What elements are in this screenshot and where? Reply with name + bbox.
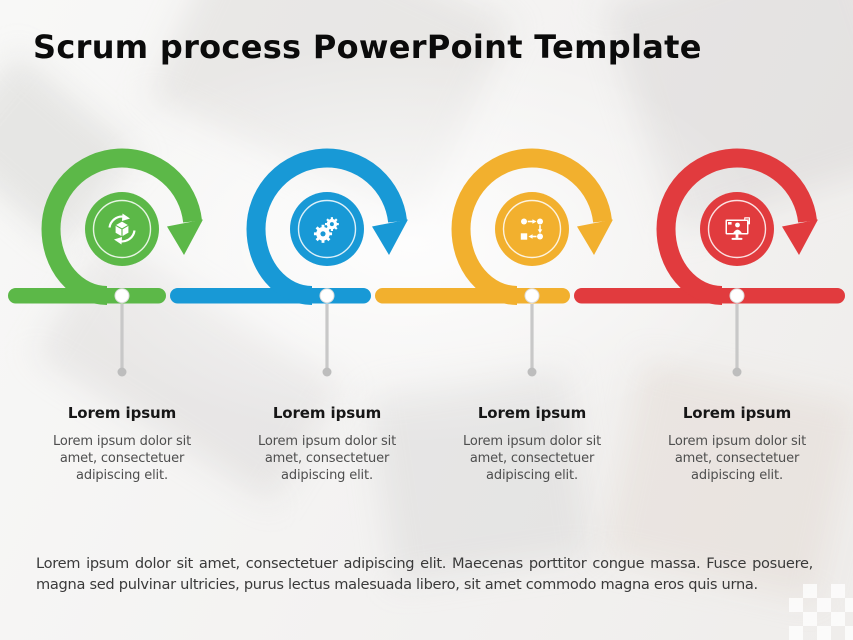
loop-arrowhead [782,219,818,255]
stage-disc-ring [92,199,152,259]
stage-heading: Lorem ipsum [67,404,177,422]
loop-arrowhead [577,219,613,255]
timeline-pin-dot [319,288,335,304]
iteration-cycle-icon [108,213,136,245]
stage-disc-ring [297,199,357,259]
stage-loop-1 [8,148,203,377]
connector-end-dot [732,367,742,377]
loop-arrow-arc [451,148,613,305]
loop-arrowhead [372,219,408,255]
stage-body: Lorem ipsum dolor sit amet, consectetuer… [462,434,602,484]
stage-disc-ring [502,199,562,259]
stage-heading: Lorem ipsum [477,404,587,422]
stage-disc-ring [707,199,767,259]
stage-loop-3 [375,148,613,377]
scrum-loop-diagram [8,148,845,377]
connector-end-dot [527,367,537,377]
stage-text-block: Lorem ipsum Lorem ipsum dolor sit amet, … [450,404,614,484]
slide-title: Scrum process PowerPoint Template [33,28,702,66]
connector-end-dot [322,367,332,377]
stage-loop-2 [170,148,408,377]
timeline-pin-dot [729,288,745,304]
connector-end-dot [117,367,127,377]
monitor-review-icon [725,217,750,240]
loop-arrowhead [167,219,203,255]
gears-icon [313,217,339,243]
stage-body: Lorem ipsum dolor sit amet, consectetuer… [257,434,397,484]
timeline-pin-dot [114,288,130,304]
loop-arrow-arc [246,148,408,305]
timeline-pin-dot [524,288,540,304]
stage-heading: Lorem ipsum [272,404,382,422]
loop-arrow-arc [41,148,203,305]
stage-disc [495,192,569,266]
workflow-icon [520,218,543,240]
stage-text-block: Lorem ipsum Lorem ipsum dolor sit amet, … [245,404,409,484]
stage-text-block: Lorem ipsum Lorem ipsum dolor sit amet, … [655,404,819,484]
stage-body: Lorem ipsum dolor sit amet, consectetuer… [667,434,807,484]
stage-loop-4 [574,148,845,377]
stage-body: Lorem ipsum dolor sit amet, consectetuer… [52,434,192,484]
stage-heading: Lorem ipsum [682,404,792,422]
loop-arrow-arc [656,148,818,305]
timeline-bar-segment [375,288,570,304]
watermark-pixel-grid [789,584,853,640]
footer-paragraph: Lorem ipsum dolor sit amet, consectetuer… [36,555,813,593]
stage-text-block: Lorem ipsum Lorem ipsum dolor sit amet, … [40,404,204,484]
